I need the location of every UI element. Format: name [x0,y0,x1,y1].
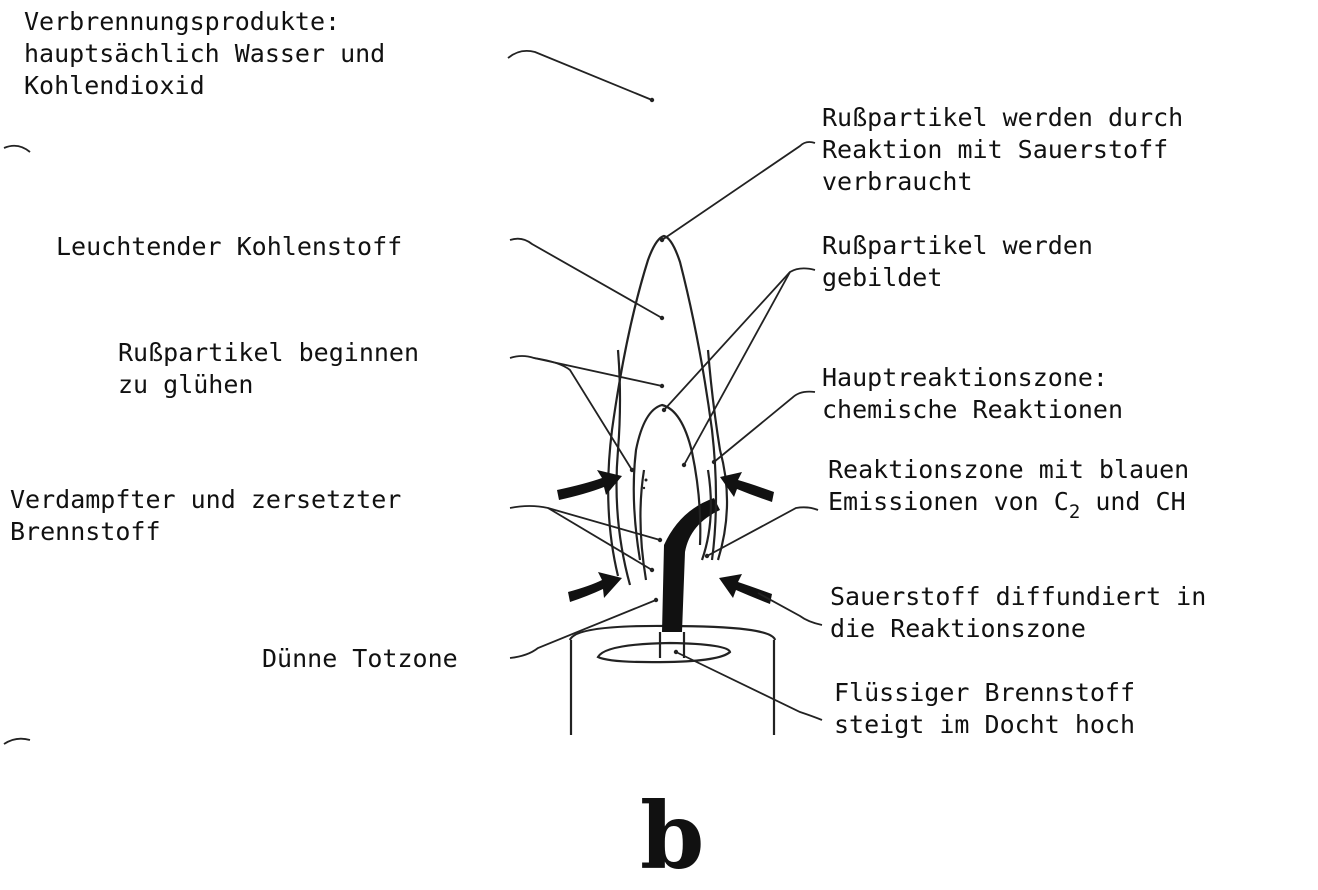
leader-vaporized-dot-b [650,568,654,572]
label-reaction-zone-blue-line2-suffix: und CH [1080,487,1185,516]
label-soot-consumed: Rußpartikel werden durch Reaktion mit Sa… [822,102,1183,198]
leader-main-reaction-dot [712,460,716,464]
label-dead-zone: Dünne Totzone [262,643,458,675]
figure-label: b [640,790,704,882]
oxygen-arrow-lower-right [719,574,772,604]
leader-dead-zone-dot [654,598,658,602]
label-soot-consumed-line2: Reaktion mit Sauerstoff [822,134,1183,166]
label-soot-consumed-line1: Rußpartikel werden durch [822,102,1183,134]
oxygen-arrow-upper-left [557,470,622,500]
label-oxygen-diffuses-line1: Sauerstoff diffundiert in [830,581,1206,613]
label-reaction-zone-blue-line2: Emissionen von C2 und CH [828,486,1189,520]
oxygen-arrow-lower-left [568,572,622,602]
label-soot-formed-line2: gebildet [822,262,1093,294]
label-soot-formed: Rußpartikel werden gebildet [822,230,1093,294]
label-main-reaction-zone-line1: Hauptreaktionszone: [822,362,1123,394]
label-oxygen-diffuses: Sauerstoff diffundiert in die Reaktionsz… [830,581,1206,645]
label-oxygen-diffuses-line2: die Reaktionszone [830,613,1206,645]
label-reaction-zone-blue-line2-prefix: Emissionen von C [828,487,1069,516]
scan-mark-top [4,146,30,152]
label-glowing-carbon: Leuchtender Kohlenstoff [56,231,402,263]
label-combustion-products-line3: Kohlendioxid [24,70,385,102]
leader-glowing-carbon-dot [660,316,664,320]
label-vaporized-fuel-line2: Brennstoff [10,516,401,548]
flame-speck [645,479,648,482]
leader-vaporized-dot-a [658,538,662,542]
label-liquid-fuel-line1: Flüssiger Brennstoff [834,677,1135,709]
leader-dead-zone [510,600,656,658]
leader-soot-consumed [662,142,815,240]
label-soot-glow-line1: Rußpartikel beginnen [118,337,419,369]
oxygen-arrow-upper-right [720,472,774,502]
leader-main-reaction [714,392,815,462]
flame-right-envelope [708,350,727,560]
label-liquid-fuel: Flüssiger Brennstoff steigt im Docht hoc… [834,677,1135,741]
wax-pool [598,643,730,662]
label-reaction-zone-blue: Reaktionszone mit blauen Emissionen von … [828,454,1189,520]
leader-soot-formed-dot-a [662,408,666,412]
flame [608,236,727,585]
label-glowing-carbon-line1: Leuchtender Kohlenstoff [56,231,402,263]
leader-combustion-products [508,51,652,100]
flame-speck-2 [643,487,645,489]
leader-reaction-zone-blue-dot [705,554,709,558]
label-soot-consumed-line3: verbraucht [822,166,1183,198]
label-dead-zone-line1: Dünne Totzone [262,643,458,675]
label-vaporized-fuel: Verdampfter und zersetzter Brennstoff [10,484,401,548]
leader-soot-glow-dot-b [630,468,634,472]
leader-soot-glow-dot-a [660,384,664,388]
leader-soot-formed-dot-b [682,463,686,467]
leader-soot-formed-b [684,272,790,465]
leader-glowing-carbon [510,239,662,318]
scan-mark-bottom [4,739,30,744]
flame-inner-cone [634,405,701,560]
leader-soot-consumed-dot [660,238,664,242]
label-combustion-products: Verbrennungsprodukte: hauptsächlich Wass… [24,6,385,102]
label-soot-glow-line2: zu glühen [118,369,419,401]
label-reaction-zone-blue-line1: Reaktionszone mit blauen [828,454,1189,486]
label-main-reaction-zone-line2: chemische Reaktionen [822,394,1123,426]
leader-combustion-products-dot [650,98,654,102]
label-combustion-products-line1: Verbrennungsprodukte: [24,6,385,38]
label-soot-glow: Rußpartikel beginnen zu glühen [118,337,419,401]
label-vaporized-fuel-line1: Verdampfter und zersetzter [10,484,401,516]
leader-liquid-fuel [676,652,822,720]
label-combustion-products-line2: hauptsächlich Wasser und [24,38,385,70]
candle [570,626,775,735]
leader-soot-glow-a [510,356,662,386]
label-main-reaction-zone: Hauptreaktionszone: chemische Reaktionen [822,362,1123,426]
leader-liquid-fuel-dot [674,650,678,654]
label-soot-formed-line1: Rußpartikel werden [822,230,1093,262]
label-liquid-fuel-line2: steigt im Docht hoch [834,709,1135,741]
leader-oxygen-diffuses [758,593,822,625]
label-reaction-zone-blue-subscript: 2 [1069,501,1080,523]
